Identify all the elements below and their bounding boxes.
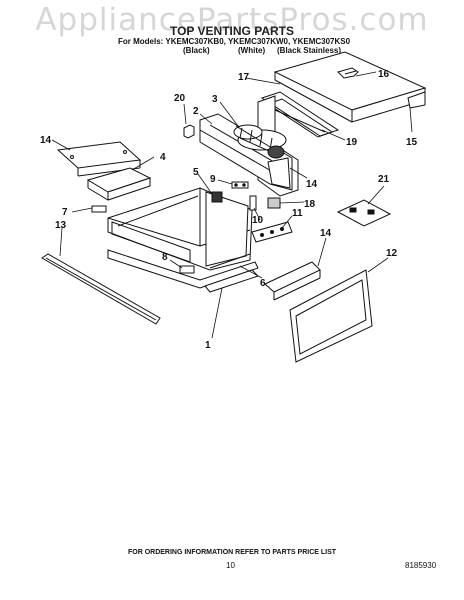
blower-motor [233,124,287,159]
callout-numbers: 17 16 15 19 14 20 2 3 14 4 5 9 7 13 10 1… [40,69,418,351]
callout-7: 7 [62,207,68,218]
model-numbers: For Models: YKEMC307KB0, YKEMC307KW0, YK… [118,37,351,46]
callout-14-right: 14 [320,228,332,239]
top-cover-panel [273,51,427,123]
vent-channel [199,113,293,191]
vent-duct-plate [260,91,340,138]
front-trim-strip [41,253,161,325]
callout-2: 2 [193,106,199,117]
terminal-block [251,221,293,243]
main-duct-frame [107,187,253,271]
document-number: 8185930 [405,561,437,570]
part-8-clip [179,265,195,274]
part-9-connector [231,181,249,189]
color-black-stainless: (Black Stainless) [277,46,342,55]
color-black: (Black) [183,46,210,55]
callout-6: 6 [260,278,266,289]
callout-11: 11 [292,208,303,219]
part-22-bracket [336,199,392,227]
callout-10: 10 [252,215,264,226]
callout-20: 19 [346,137,358,148]
callout-12: 12 [386,248,398,259]
callout-8: 8 [162,252,168,263]
callout-4: 4 [160,152,166,163]
callout-14-left: 14 [40,135,52,146]
part-21-clip [183,124,195,139]
callout-5: 5 [193,167,199,178]
part-17-bracket [337,67,359,79]
callout-21: 20 [174,93,186,104]
part-19-block [267,197,281,209]
callout-15: 14 [306,179,318,190]
callout-1: 1 [205,340,211,351]
callout-17: 16 [378,69,390,80]
callout-22: 21 [378,174,390,185]
part-7-bracket [91,205,107,213]
callout-16: 15 [406,137,418,148]
color-white: (White) [238,46,266,55]
left-side-bracket [56,141,142,177]
part-10-bracket [249,195,257,211]
callout-9: 9 [210,174,216,185]
callout-19: 18 [304,199,316,210]
right-side-bracket [264,261,321,301]
leader-lines [51,71,413,339]
callout-18: 17 [238,72,250,83]
side-panel [289,269,373,363]
callout-13: 13 [55,220,67,231]
ordering-info: FOR ORDERING INFORMATION REFER TO PARTS … [127,549,337,556]
page-number: 10 [226,561,235,570]
watermark: AppliancePartsPros.com [35,2,429,38]
callout-3: 3 [212,94,218,105]
page-title: TOP VENTING PARTS [169,24,295,38]
part-4-tray [86,167,152,201]
part-6-rail [107,249,259,289]
